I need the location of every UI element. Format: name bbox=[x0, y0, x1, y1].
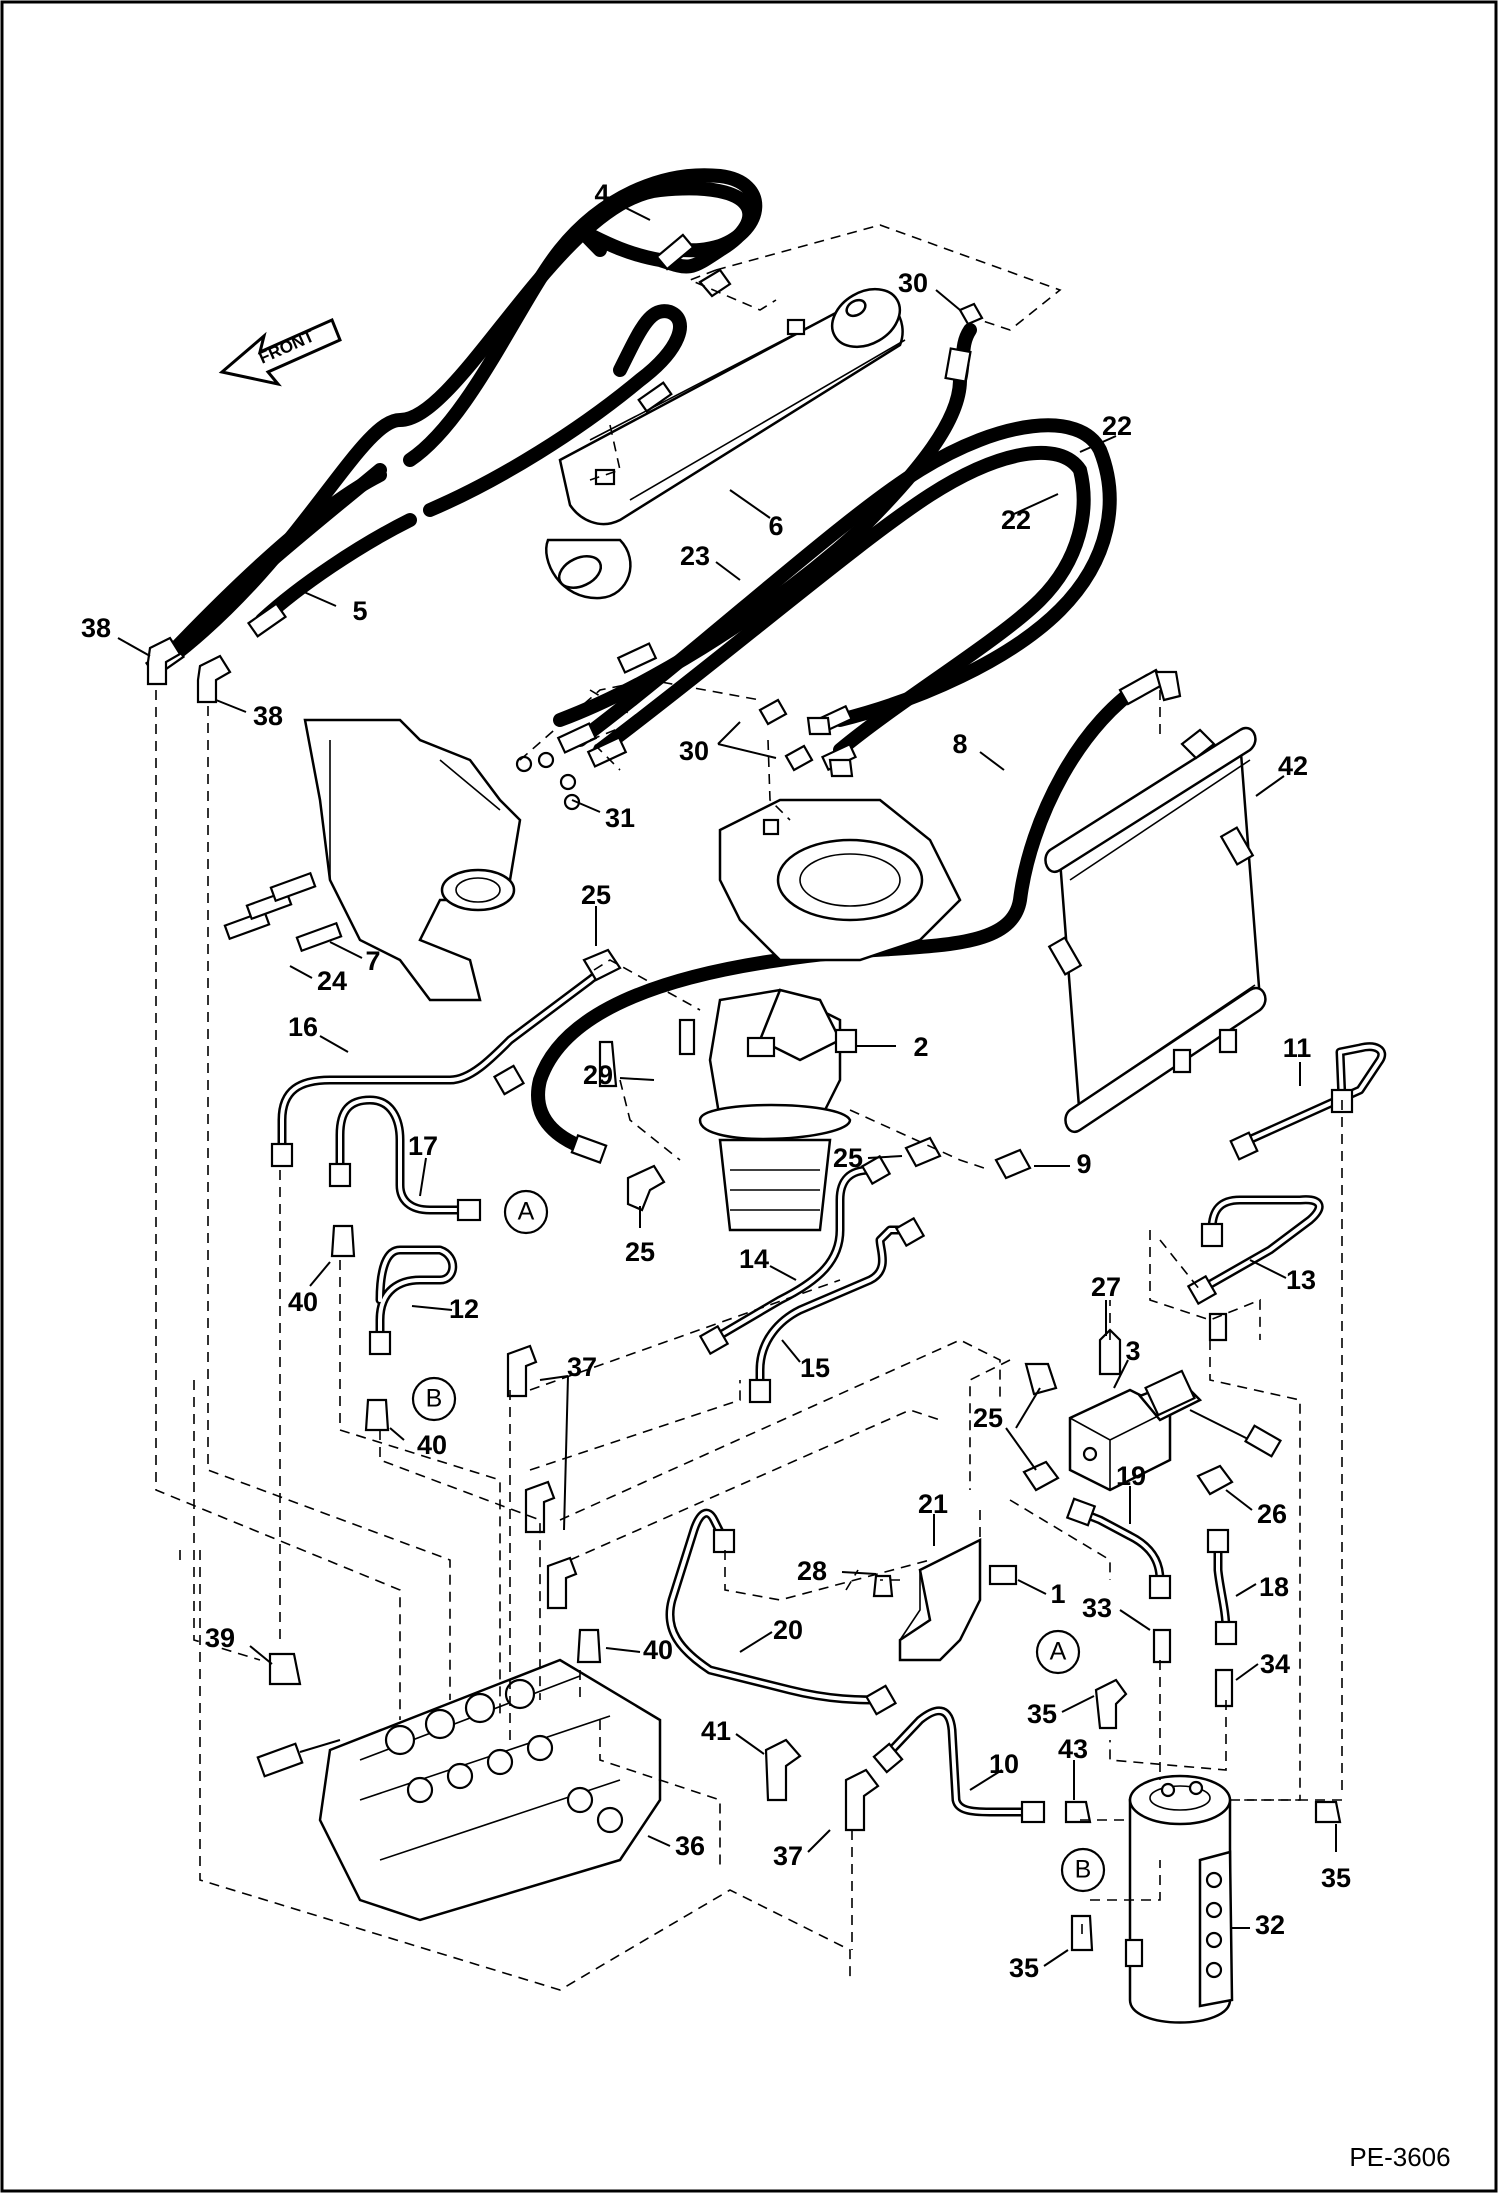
callout-7: 7 bbox=[365, 946, 380, 976]
circle-ref-letter: A bbox=[518, 1198, 535, 1226]
callout-35: 35 bbox=[1027, 1699, 1057, 1729]
callout-25: 25 bbox=[973, 1403, 1003, 1433]
fittings-30-lower bbox=[758, 698, 854, 778]
circle-ref-letter: A bbox=[1050, 1638, 1067, 1666]
callout-34: 34 bbox=[1260, 1649, 1290, 1679]
callout-23: 23 bbox=[680, 541, 710, 571]
upper-frame-casting bbox=[223, 718, 522, 1002]
callout-40: 40 bbox=[417, 1430, 447, 1460]
callout-6: 6 bbox=[768, 511, 783, 541]
callout-3: 3 bbox=[1125, 1336, 1140, 1366]
callout-16: 16 bbox=[288, 1012, 318, 1042]
front-direction-arrow: FRONT bbox=[218, 317, 342, 387]
callout-27: 27 bbox=[1091, 1272, 1121, 1302]
callout-13: 13 bbox=[1286, 1265, 1316, 1295]
circle-ref-ring bbox=[503, 1189, 549, 1235]
callout-25: 25 bbox=[625, 1237, 655, 1267]
callout-30: 30 bbox=[898, 268, 928, 298]
tube-19 bbox=[1075, 1507, 1165, 1585]
callout-28: 28 bbox=[797, 1556, 827, 1586]
bracket bbox=[898, 1537, 1018, 1662]
drawing-reference: PE-3606 bbox=[1349, 2142, 1450, 2172]
callout-40: 40 bbox=[288, 1287, 318, 1317]
callout-18: 18 bbox=[1259, 1572, 1289, 1602]
circle-ref-ring bbox=[1035, 1629, 1081, 1675]
callout-15: 15 bbox=[800, 1353, 830, 1383]
circle-ref-a: A bbox=[1035, 1629, 1081, 1675]
control-valve bbox=[256, 1658, 662, 1922]
callout-2: 2 bbox=[913, 1032, 928, 1062]
callout-35: 35 bbox=[1009, 1953, 1039, 1983]
callout-4: 4 bbox=[594, 179, 609, 209]
callout-12: 12 bbox=[449, 1294, 479, 1324]
callout-11: 11 bbox=[1283, 1033, 1312, 1063]
callout-41: 41 bbox=[701, 1716, 731, 1746]
callout-5: 5 bbox=[352, 596, 367, 626]
circle-ref-b: B bbox=[1060, 1847, 1106, 1893]
callout-21: 21 bbox=[918, 1489, 948, 1519]
callout-39: 39 bbox=[205, 1623, 235, 1653]
callout-19: 19 bbox=[1116, 1461, 1146, 1491]
callout-38: 38 bbox=[253, 701, 283, 731]
hose-4-main bbox=[165, 168, 763, 659]
hose-23 bbox=[553, 373, 967, 727]
callout-20: 20 bbox=[773, 1615, 803, 1645]
circle-references: A B A B bbox=[411, 1189, 1106, 1893]
boom-swing-cylinder bbox=[545, 287, 906, 600]
hose-8-fittings bbox=[570, 668, 1182, 1164]
hose-22-outer bbox=[573, 418, 1117, 747]
callout-9: 9 bbox=[1076, 1149, 1091, 1179]
valve-block bbox=[1068, 1369, 1282, 1492]
circle-ref-letter: B bbox=[1075, 1856, 1092, 1884]
circle-ref-ring bbox=[1060, 1847, 1106, 1893]
callout-40: 40 bbox=[643, 1635, 673, 1665]
callout-8: 8 bbox=[952, 729, 967, 759]
callout-24: 24 bbox=[317, 966, 347, 996]
circle-ref-letter: B bbox=[426, 1385, 443, 1413]
callout-37: 37 bbox=[773, 1841, 803, 1871]
callout-10: 10 bbox=[989, 1749, 1019, 1779]
tube-nuts bbox=[270, 1064, 1354, 1824]
callout-25: 25 bbox=[581, 880, 611, 910]
swing-bearing-plate bbox=[718, 798, 962, 962]
nuts-31 bbox=[515, 751, 581, 811]
callout-36: 36 bbox=[675, 1831, 705, 1861]
tube-20 bbox=[665, 1508, 885, 1705]
callout-42: 42 bbox=[1278, 751, 1308, 781]
circle-ref-a: A bbox=[503, 1189, 549, 1235]
circle-ref-ring bbox=[411, 1376, 457, 1422]
callout-35: 35 bbox=[1321, 1863, 1351, 1893]
callout-22: 22 bbox=[1001, 505, 1031, 535]
callout-26: 26 bbox=[1257, 1499, 1287, 1529]
tube-16-in bbox=[280, 970, 602, 1152]
fittings-misc bbox=[146, 636, 1342, 1952]
callout-38: 38 bbox=[81, 613, 111, 643]
callout-31: 31 bbox=[605, 803, 635, 833]
leader-lines bbox=[117, 203, 1337, 1967]
dashed-connection-lines bbox=[155, 224, 1343, 1991]
callout-33: 33 bbox=[1082, 1593, 1112, 1623]
hose-22-inner bbox=[593, 445, 1091, 757]
callout-25: 25 bbox=[833, 1143, 863, 1173]
callout-14: 14 bbox=[739, 1244, 769, 1274]
oil-cooler bbox=[1044, 726, 1267, 1134]
callout-30: 30 bbox=[679, 736, 709, 766]
swing-motor bbox=[678, 988, 858, 1232]
callout-37: 37 bbox=[567, 1352, 597, 1382]
callout-29: 29 bbox=[583, 1060, 613, 1090]
callout-43: 43 bbox=[1058, 1734, 1088, 1764]
callout-32: 32 bbox=[1255, 1910, 1285, 1940]
callout-22: 22 bbox=[1102, 411, 1132, 441]
callout-17: 17 bbox=[408, 1131, 438, 1161]
circle-ref-b: B bbox=[411, 1376, 457, 1422]
swivel-joint bbox=[1124, 1774, 1234, 2024]
callout-1: 1 bbox=[1050, 1579, 1065, 1609]
